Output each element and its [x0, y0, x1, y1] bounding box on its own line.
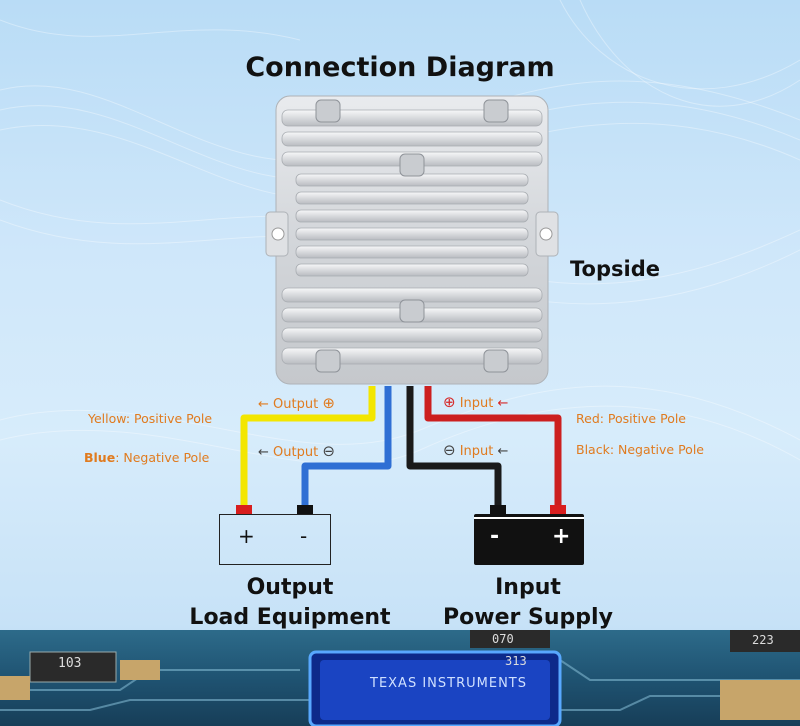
pcb-background: 103 070 313 223 TEXAS INSTRUMENTS — [0, 630, 800, 726]
output-caption: Output Load Equipment — [170, 573, 410, 633]
blue-wire-label: Blue: Negative Pole — [84, 450, 210, 465]
input-minus-cap — [490, 505, 506, 515]
black-wire-label: Black: Negative Pole — [576, 442, 704, 457]
page-title: Connection Diagram — [245, 52, 555, 83]
input-positive-label: ⊕ Input ← — [443, 393, 509, 411]
output-load-box: + - — [219, 514, 331, 565]
blue-wire — [301, 386, 392, 508]
converter-module — [265, 95, 559, 385]
input-plus-cap — [550, 505, 566, 515]
output-minus-sign: - — [300, 524, 308, 548]
component-label-070: 070 — [492, 632, 514, 646]
output-minus-cap — [297, 505, 313, 515]
red-wire — [424, 386, 562, 508]
topside-label: Topside — [570, 257, 660, 281]
output-caption-line2: Load Equipment — [189, 605, 391, 630]
yellow-wire — [240, 386, 376, 510]
chip-brand-text: TEXAS INSTRUMENTS — [370, 676, 527, 691]
input-caption-line1: Input — [495, 575, 561, 600]
component-label-223: 223 — [752, 633, 774, 647]
output-positive-label: ← Output ⊕ — [258, 394, 335, 412]
red-wire-label: Red: Positive Pole — [576, 411, 686, 426]
output-plus-sign: + — [238, 524, 255, 548]
input-minus-sign: - — [490, 524, 500, 549]
black-wire — [406, 386, 502, 508]
input-battery-box: - + — [474, 514, 584, 565]
battery-top-stripe — [474, 517, 584, 519]
yellow-wire-label: Yellow: Positive Pole — [88, 411, 213, 426]
component-label-103: 103 — [58, 656, 82, 671]
wires — [236, 386, 566, 515]
output-caption-line1: Output — [246, 575, 334, 600]
component-label-313: 313 — [505, 654, 527, 668]
input-caption: Input Power Supply — [408, 573, 648, 633]
input-plus-sign: + — [552, 524, 571, 549]
input-negative-label: ⊖ Input ← — [443, 441, 509, 459]
input-caption-line2: Power Supply — [443, 605, 613, 630]
pcb-traces — [0, 630, 800, 726]
output-plus-cap — [236, 505, 252, 515]
output-negative-label: ← Output ⊖ — [258, 442, 335, 460]
